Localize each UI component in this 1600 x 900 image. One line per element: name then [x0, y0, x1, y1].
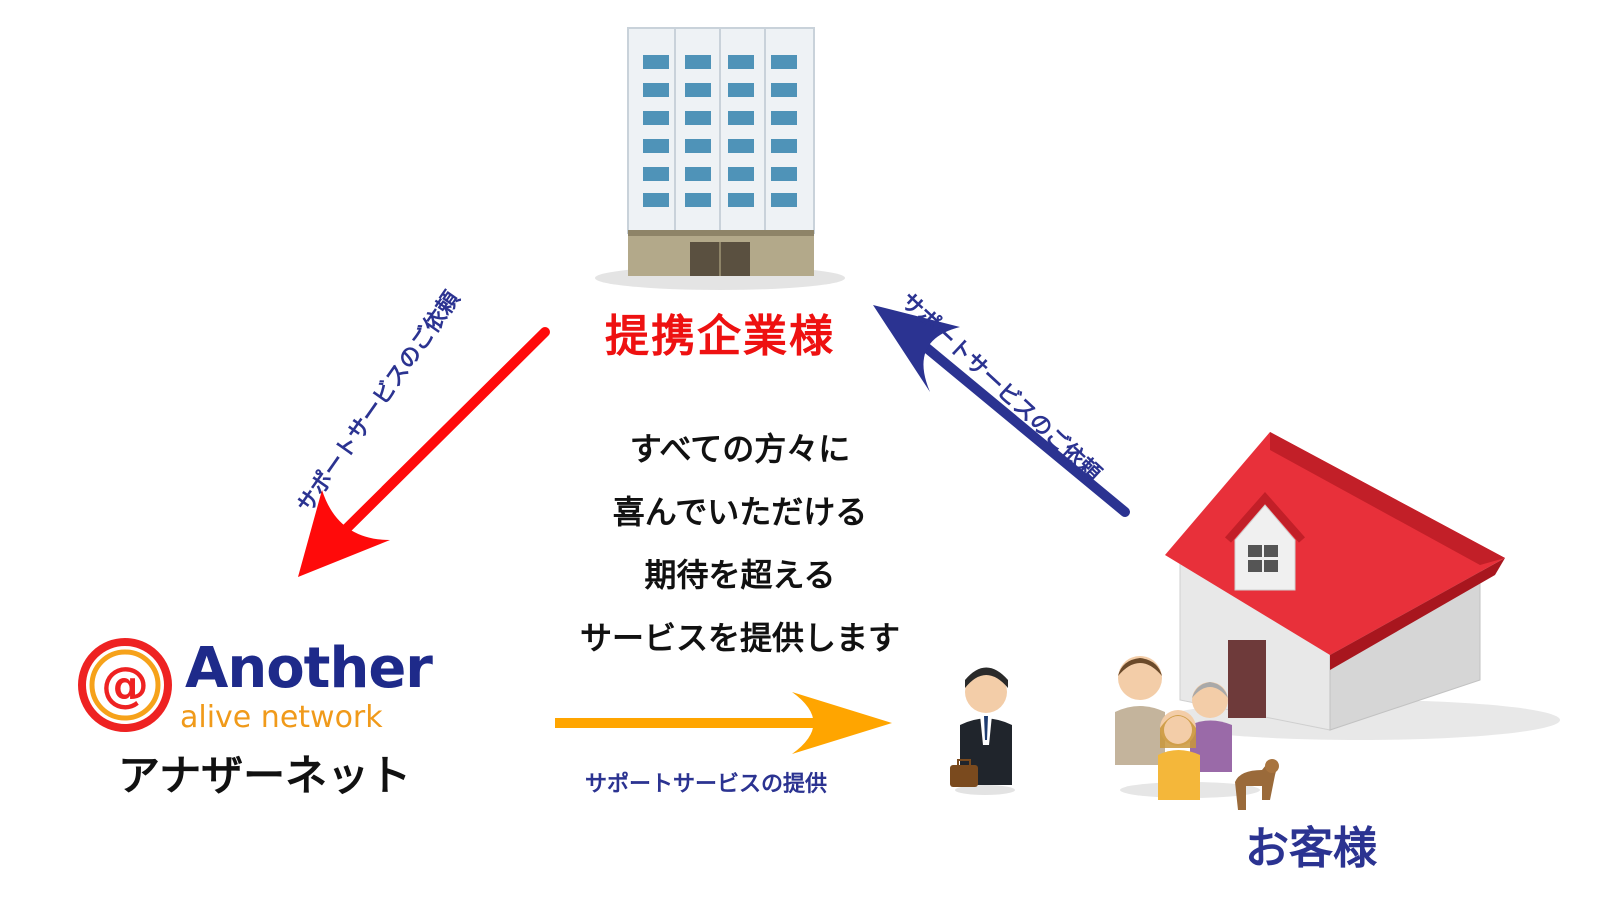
logo-mark-icon: @: [78, 638, 172, 732]
house-icon: [1160, 432, 1560, 740]
dog-icon: [1235, 759, 1279, 810]
partner-label: 提携企業様: [605, 311, 835, 362]
request-arrow-left: [298, 327, 550, 577]
bottom-arrow-label: サポートサービスの提供: [585, 772, 828, 797]
logo-name: Another: [185, 636, 433, 701]
office-building-icon: [595, 27, 845, 290]
request-arrow-right: [873, 305, 1130, 517]
svg-text:@: @: [101, 657, 149, 713]
businessman-icon: [950, 667, 1015, 795]
company-name: アナザーネット: [118, 751, 412, 800]
logo-subtitle: alive network: [180, 700, 383, 735]
center-message-line: すべての方々に: [629, 430, 851, 468]
family-icon: [1115, 656, 1260, 800]
customer-label: お客様: [1245, 823, 1377, 874]
center-message-line: 喜んでいただける: [612, 493, 868, 531]
center-message-line: サービスを提供します: [579, 619, 900, 657]
center-message-line: 期待を超える: [644, 556, 836, 594]
service-arrow-bottom: [555, 692, 892, 754]
center-message: すべての方々に 喜んでいただける 期待を超える サービスを提供します: [540, 418, 940, 670]
